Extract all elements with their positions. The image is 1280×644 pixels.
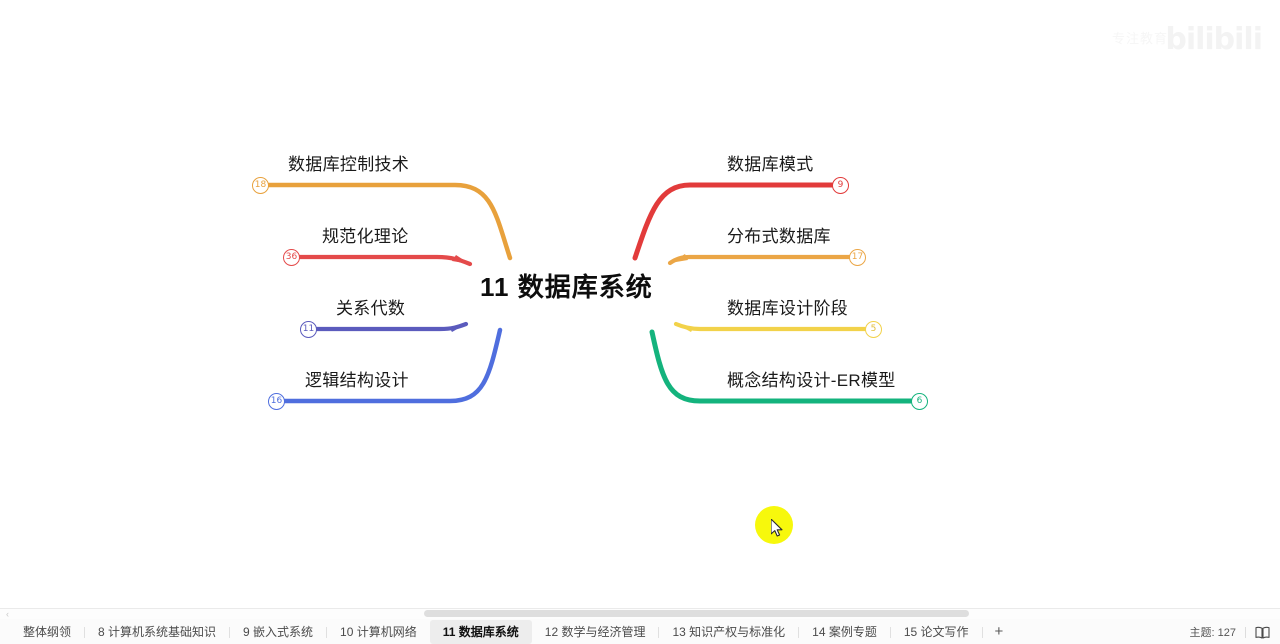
branch-badge-left-3[interactable]: 11 <box>300 321 317 338</box>
branch-label-logical-structure-design[interactable]: 逻辑结构设计 <box>305 371 409 390</box>
tab-separator <box>658 626 660 638</box>
branch-badge-right-3[interactable]: 5 <box>865 321 882 338</box>
bilibili-watermark: bilibili <box>1165 22 1263 57</box>
bottom-bar: ‹ 整体纲领 8 计算机系统基础知识 9 嵌入式系统 10 计算机网络 11 数… <box>0 608 1280 644</box>
sheet-tab-strip[interactable]: 整体纲领 8 计算机系统基础知识 9 嵌入式系统 10 计算机网络 11 数据库… <box>0 619 1180 644</box>
branch-path-left-2 <box>290 254 473 267</box>
branch-path-right-2 <box>667 254 852 266</box>
tab-computer-networks[interactable]: 10 计算机网络 <box>340 625 417 639</box>
branch-path-left-1 <box>259 182 513 261</box>
branch-arrow-left-2 <box>452 255 470 264</box>
branch-path-right-4 <box>649 329 914 404</box>
branch-path-left-3 <box>308 321 469 332</box>
tab-separator <box>326 626 328 638</box>
branch-badge-right-2[interactable]: 17 <box>849 249 866 266</box>
mouse-cursor-icon <box>771 519 783 537</box>
branch-path-left-4 <box>275 327 503 404</box>
tab-case-studies[interactable]: 14 案例专题 <box>812 625 877 639</box>
add-tab-button[interactable]: + <box>994 623 1004 640</box>
branch-label-normalization-theory[interactable]: 规范化理论 <box>322 227 409 246</box>
branch-label-database-schema[interactable]: 数据库模式 <box>727 155 814 174</box>
branch-label-conceptual-design-er-model[interactable]: 概念结构设计-ER模型 <box>727 371 896 390</box>
tab-separator <box>981 626 983 638</box>
tab-math-economics-management[interactable]: 12 数学与经济管理 <box>544 625 646 639</box>
branch-arrow-right-2 <box>670 254 688 263</box>
mindmap-center-title[interactable]: 11 数据库系统 <box>480 272 653 302</box>
branch-badge-left-1[interactable]: 18 <box>252 177 269 194</box>
branch-arrow-right-3 <box>676 324 694 332</box>
tab-overall-outline[interactable]: 整体纲领 <box>23 625 72 639</box>
branch-label-database-design-phases[interactable]: 数据库设计阶段 <box>727 299 849 318</box>
branch-arrow-left-3 <box>449 324 466 332</box>
tab-separator <box>84 626 86 638</box>
mindmap-canvas[interactable]: 11 数据库系统 数据库控制技术 规范化理论 关系代数 逻辑结构设计 数据库模式… <box>0 0 1280 608</box>
tab-ip-standardization[interactable]: 13 知识产权与标准化 <box>672 625 786 639</box>
tab-separator <box>798 626 800 638</box>
branch-label-relational-algebra[interactable]: 关系代数 <box>336 299 406 318</box>
tab-thesis-writing[interactable]: 15 论文写作 <box>903 625 969 639</box>
theme-count-label: 主题: 127 <box>1189 627 1236 639</box>
branch-label-distributed-database[interactable]: 分布式数据库 <box>727 227 831 246</box>
tab-computer-system-basics[interactable]: 8 计算机系统基础知识 <box>98 625 217 639</box>
branch-badge-left-4[interactable]: 16 <box>268 393 285 410</box>
branch-path-right-3 <box>673 321 868 332</box>
branch-badge-right-1[interactable]: 9 <box>832 177 849 194</box>
branch-badge-right-4[interactable]: 6 <box>911 393 928 410</box>
tab-embedded-systems[interactable]: 9 嵌入式系统 <box>243 625 314 639</box>
horizontal-scrollbar[interactable]: ‹ <box>0 609 1280 619</box>
mindmap-connectors <box>259 182 914 404</box>
tab-separator <box>229 626 231 638</box>
tab-database-systems[interactable]: 11 数据库系统 <box>429 620 532 644</box>
book-icon[interactable] <box>1255 626 1270 639</box>
tab-separator <box>889 626 891 638</box>
branch-path-right-1 <box>632 182 835 261</box>
branch-badge-left-2[interactable]: 36 <box>283 249 300 266</box>
chevron-left-icon[interactable]: ‹ <box>6 609 9 619</box>
watermark-subtext: 专注教育 <box>1111 31 1168 46</box>
status-area: 主题: 127 <box>1190 619 1270 644</box>
branch-label-database-control-tech[interactable]: 数据库控制技术 <box>288 155 410 174</box>
scrollbar-thumb[interactable] <box>424 610 969 617</box>
status-separator <box>1245 626 1246 638</box>
